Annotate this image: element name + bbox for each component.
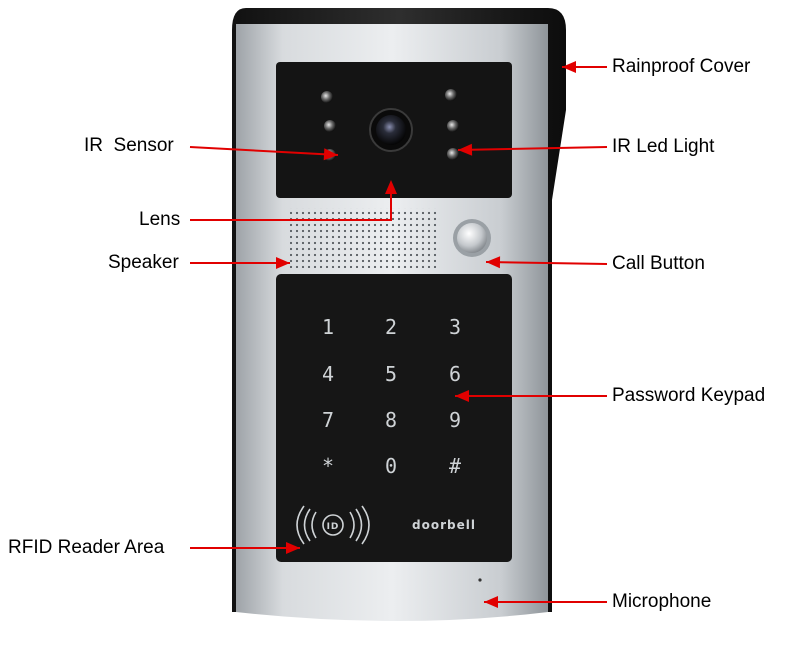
arrow-lens [190,180,397,221]
rfid-icon-text: ID [327,522,340,532]
keypad-key: 7 [322,408,334,432]
keypad-key: 4 [322,362,334,386]
speaker-grille [290,208,440,268]
label-lens: Lens [139,209,181,230]
keypad-key: * [322,454,334,478]
keypad-panel [276,274,512,562]
arrow-rfid-reader-area [190,542,300,554]
ir-led-right-3 [447,148,459,160]
arrow-speaker [190,257,290,269]
arrow-password-keypad [455,390,607,402]
arrow-ir-sensor [189,146,339,161]
keypad-key: 0 [385,454,397,478]
label-password-keypad: Password Keypad [612,385,766,406]
arrow-rainproof-cover [562,61,607,73]
label-rfid-reader-area: RFID Reader Area [8,537,165,558]
arrow-ir-led-light [457,143,608,156]
ir-led-left-2 [324,120,336,132]
call-button [457,223,487,253]
ir-led-right-1 [445,89,457,101]
label-microphone: Microphone [612,591,712,612]
label-rainproof-cover: Rainproof Cover [612,56,751,77]
ir-led-left-1 [321,91,333,103]
arrow-microphone [484,596,607,608]
ir-led-right-2 [447,120,459,132]
keypad-key: 8 [385,408,397,432]
label-call-button: Call Button [612,253,705,274]
annotation-arrows [189,61,608,608]
keypad-key: 6 [449,362,461,386]
label-ir-sensor: IR Sensor [84,135,174,156]
label-ir-led-light: IR Led Light [612,136,715,157]
rfid-icon: ID [296,505,370,545]
arrow-call-button [485,256,608,269]
keypad-key: 3 [449,315,461,339]
keypad-key: 1 [322,315,334,339]
label-speaker: Speaker [108,252,179,273]
keypad-key: 2 [385,315,397,339]
brand-text: doorbell [412,518,476,532]
camera-lens [376,115,406,145]
keypad-key: 9 [449,408,461,432]
microphone-hole [478,578,482,582]
keypad-key: 5 [385,362,397,386]
keypad-key: # [449,454,461,478]
